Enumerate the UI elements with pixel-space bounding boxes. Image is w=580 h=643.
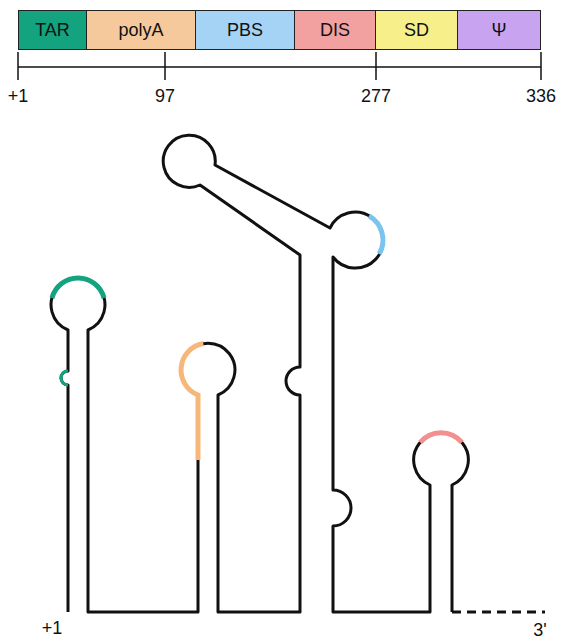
region-segment: PBS	[196, 10, 295, 50]
polya-highlight	[181, 344, 203, 461]
position-number: 336	[526, 86, 556, 107]
region-name: PBS	[227, 20, 263, 41]
region-name: SD	[404, 20, 429, 41]
rna-continuation	[452, 611, 545, 614]
region-segment: TAR	[18, 10, 87, 50]
position-number: 97	[155, 86, 175, 107]
region-segment: polyA	[87, 10, 196, 50]
end-label: 3'	[533, 620, 546, 641]
rna-backbone	[51, 135, 468, 612]
position-number: 277	[361, 86, 391, 107]
dis-highlight	[420, 433, 462, 443]
pbs-highlight	[369, 216, 383, 254]
end-label: +1	[42, 618, 63, 639]
region-name: DIS	[320, 20, 350, 41]
region-name: Ψ	[491, 20, 506, 41]
region-segment: DIS	[295, 10, 376, 50]
axis	[18, 52, 541, 80]
position-number: +1	[8, 86, 29, 107]
region-name: polyA	[118, 20, 163, 41]
region-segment: SD	[376, 10, 458, 50]
region-name: TAR	[35, 20, 70, 41]
tar-highlight	[52, 278, 104, 298]
tar-bulge-highlight	[61, 371, 68, 385]
region-segment: Ψ	[458, 10, 541, 50]
